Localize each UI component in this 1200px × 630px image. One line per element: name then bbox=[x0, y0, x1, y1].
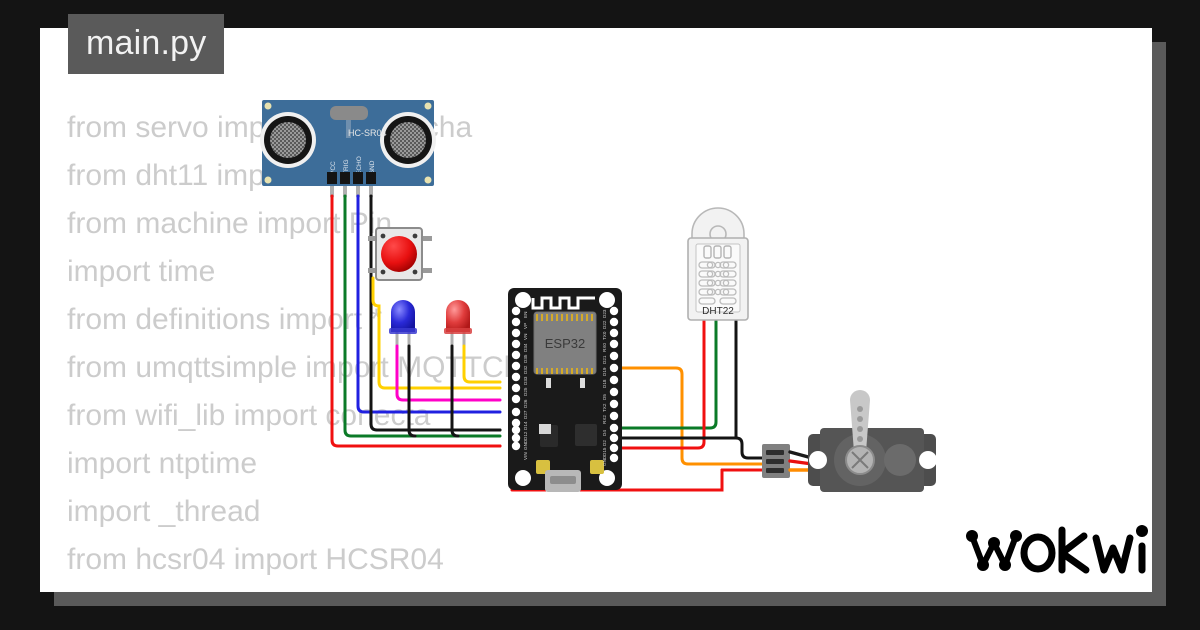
code-line: import time bbox=[67, 255, 216, 288]
wokwi-logo bbox=[966, 525, 1148, 574]
code-line: import _thread bbox=[67, 495, 261, 528]
code-line: import ntptime bbox=[67, 447, 258, 480]
code-line: from wifi_lib import conecta bbox=[67, 399, 431, 432]
code-editor-text: from servo import servo, fecha from dht1… bbox=[67, 104, 559, 584]
file-tab-main-py[interactable]: main.py bbox=[68, 14, 225, 74]
code-line: from dht11 import medidas bbox=[67, 159, 422, 192]
code-line: from machine import Pin bbox=[67, 207, 393, 240]
code-line: from servo import servo, fecha bbox=[67, 111, 473, 144]
code-line: from umqttsimple import MQTTClient bbox=[67, 351, 559, 384]
code-line: from hcsr04 import HCSR04 bbox=[67, 543, 444, 576]
code-line: from definitions import * bbox=[67, 303, 383, 336]
